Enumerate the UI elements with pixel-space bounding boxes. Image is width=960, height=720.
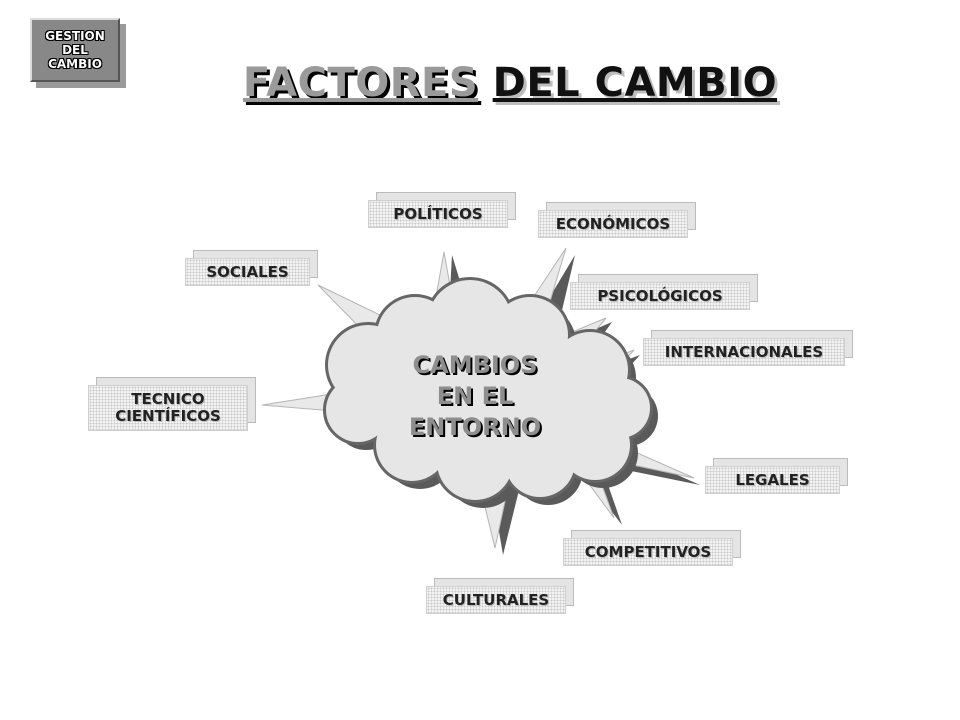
factor-tecnico-label-2: CIENTÍFICOS bbox=[115, 407, 221, 425]
factor-sociales-label: SOCIALES bbox=[206, 262, 289, 281]
badge-line-3: CAMBIO bbox=[48, 57, 102, 71]
corner-badge: GESTION DEL CAMBIO bbox=[30, 18, 126, 88]
factor-internacionales: INTERNACIONALES bbox=[643, 330, 853, 366]
cloud-line-1: CAMBIOS bbox=[412, 351, 538, 379]
title-part-1: FACTORES bbox=[242, 60, 479, 106]
cloud-label: CAMBIOS EN EL ENTORNO bbox=[395, 350, 555, 443]
factor-politicos-label: POLÍTICOS bbox=[393, 204, 483, 223]
factor-culturales-label: CULTURALES bbox=[442, 590, 550, 609]
factor-competitivos: COMPETITIVOS bbox=[563, 530, 741, 566]
factor-sociales: SOCIALES bbox=[185, 250, 318, 286]
factor-competitivos-label: COMPETITIVOS bbox=[584, 542, 712, 561]
factor-psicologicos-label: PSICOLÓGICOS bbox=[597, 286, 723, 305]
factor-tecnico-label-1: TECNICO bbox=[131, 390, 205, 408]
cloud-line-2: EN EL bbox=[436, 382, 514, 410]
badge-line-1: GESTION bbox=[45, 29, 105, 43]
cloud-line-3: ENTORNO bbox=[408, 413, 542, 441]
factor-legales: LEGALES bbox=[705, 458, 848, 494]
factor-psicologicos: PSICOLÓGICOS bbox=[570, 274, 758, 310]
factor-tecnico-cientificos: TECNICO CIENTÍFICOS bbox=[88, 377, 256, 431]
badge-line-2: DEL bbox=[62, 43, 88, 57]
factor-politicos: POLÍTICOS bbox=[368, 192, 516, 228]
factor-economicos-label: ECONÓMICOS bbox=[555, 214, 671, 233]
factor-culturales: CULTURALES bbox=[426, 578, 574, 614]
factor-legales-label: LEGALES bbox=[735, 470, 810, 489]
factor-economicos: ECONÓMICOS bbox=[538, 202, 696, 238]
page-title: FACTORES DEL CAMBIO bbox=[0, 60, 960, 106]
title-part-2: DEL CAMBIO bbox=[492, 60, 778, 106]
factor-internacionales-label: INTERNACIONALES bbox=[664, 342, 824, 361]
